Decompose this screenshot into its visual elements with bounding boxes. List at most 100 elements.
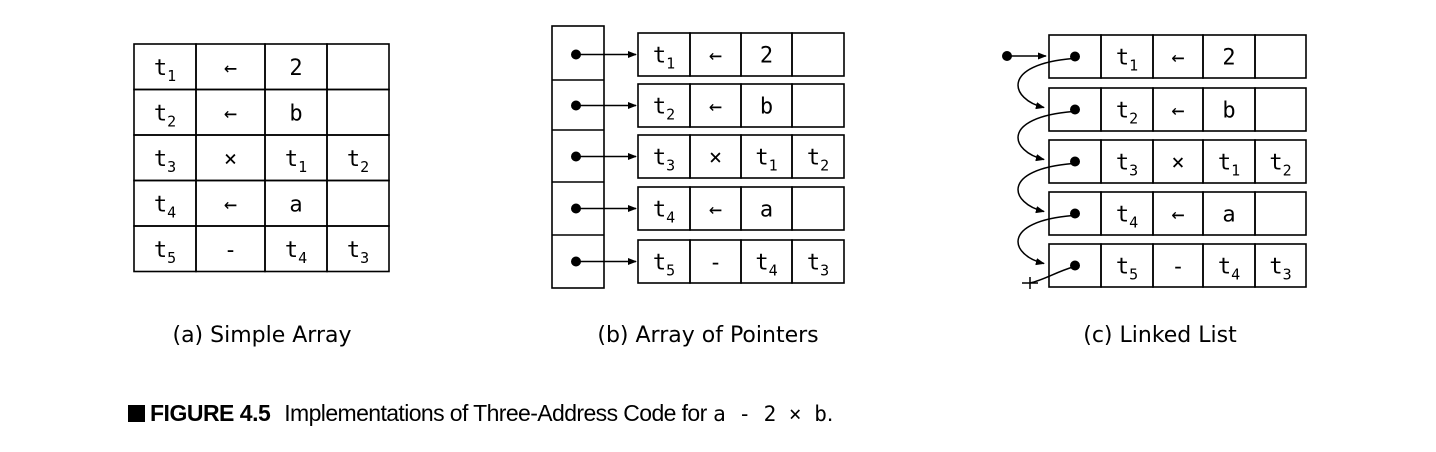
simple-array-cell-text-main: ← [224, 192, 237, 217]
simple-array-cell-text: t1 [154, 56, 176, 85]
simple-array-cell-text-main: t [285, 238, 298, 263]
pointer-array-cell-text-main: t [653, 146, 666, 171]
simple-array-cell-text-main: b [289, 101, 302, 126]
linked-list-cell-text: t2 [1116, 99, 1138, 128]
next-pointer-arrow [1017, 110, 1074, 162]
linked-list-cell-text: ← [1171, 203, 1184, 228]
simple-array-cell-text-main: t [154, 56, 167, 81]
figure-caption-expression: a - 2 × b [713, 402, 827, 426]
linked-list-cell-text-main: t [1116, 99, 1129, 124]
null-pointer-line [1029, 266, 1074, 284]
pointer-array-cell-text-main: × [709, 146, 722, 171]
linked-list-caption: (c) Linked List [1083, 323, 1237, 348]
linked-list-cell-text-subscript: 4 [1129, 214, 1138, 232]
simple-array-cell-text: ← [224, 101, 237, 126]
simple-array-cell-text-main: - [224, 238, 237, 263]
linked-list-cell-text-main: t [1269, 255, 1282, 280]
simple-array-cell-text-subscript: 4 [167, 203, 176, 221]
linked-list-cell-text: t3 [1116, 151, 1138, 180]
figure-caption-period: . [826, 400, 833, 426]
pointer-array-cell-text-main: ← [709, 198, 722, 223]
linked-list-cell [1254, 191, 1307, 236]
linked-list-cell-text: a [1222, 203, 1235, 228]
pointer-array-cell-text: b [760, 95, 773, 120]
pointer-array-cell [791, 239, 845, 284]
simple-array-cell [326, 225, 390, 273]
simple-array-cell-text: t3 [154, 147, 176, 176]
pointer-array-cell-text: t4 [755, 251, 777, 280]
simple-array-cell-text: t2 [347, 147, 369, 176]
linked-list-cell-text-main: t [1269, 151, 1282, 176]
pointer-dot [571, 100, 581, 111]
next-pointer-arrow [1017, 214, 1074, 266]
simple-array-cell [326, 88, 390, 136]
linked-list-cell-text: t4 [1218, 255, 1240, 284]
pointer-array-cell-text-subscript: 3 [666, 157, 675, 175]
next-pointer-dot [1070, 156, 1080, 167]
simple-array-cell-text: t5 [154, 238, 176, 267]
pointer-array-cell-text: × [709, 146, 722, 171]
pointer-array-cell-text-main: b [760, 95, 773, 120]
pointer-array-cell-text-subscript: 4 [769, 262, 778, 280]
linked-list-cell [1254, 139, 1307, 184]
pointer-array-cell-text-main: ← [709, 44, 722, 69]
next-pointer-dot [1070, 208, 1080, 219]
pointer-array-cell-text: t1 [755, 146, 777, 175]
simple-array-cell-text: t2 [154, 101, 176, 130]
pointer-dot [571, 151, 581, 162]
simple-array-cell-text-main: a [289, 192, 302, 217]
list-head-dot [1002, 51, 1012, 61]
linked-list-cell-text-subscript: 1 [1129, 57, 1138, 75]
pointer-array-cell-text-main: ← [709, 95, 722, 120]
simple-array-cell-text-subscript: 2 [360, 158, 369, 176]
pointer-array-cell-text: a [760, 198, 773, 223]
linked-list-cell-text-subscript: 2 [1129, 110, 1138, 128]
linked-list-cell-text-subscript: 4 [1231, 266, 1240, 284]
linked-list-cell-text: ← [1171, 46, 1184, 71]
simple-array-cell-text-main: t [154, 238, 167, 263]
pointer-array-cell-text-subscript: 2 [820, 157, 829, 175]
pointer-array-cell-text: - [709, 251, 722, 276]
linked-list-cell [1254, 34, 1307, 79]
linked-list-cell-text-subscript: 3 [1129, 162, 1138, 180]
array-of-pointers-caption: (b) Array of Pointers [597, 323, 818, 348]
simple-array-cell-text-subscript: 1 [167, 67, 176, 85]
linked-list-cell-text-subscript: 2 [1283, 162, 1292, 180]
linked-list-cell-text: t2 [1269, 151, 1291, 180]
linked-list-cell [1254, 87, 1307, 132]
pointer-array-cell-text: t3 [807, 251, 829, 280]
pointer-array-cell-text: 2 [760, 44, 773, 69]
simple-array-cell-text-main: t [347, 147, 360, 172]
next-pointer-arrow [1017, 57, 1074, 110]
simple-array-cell-text-subscript: 2 [167, 112, 176, 130]
simple-array-cell [326, 179, 390, 227]
pointer-array-cell [791, 134, 845, 179]
figure-number: FIGURE 4.5 [150, 400, 271, 426]
linked-list-cell-text-subscript: 1 [1231, 162, 1240, 180]
linked-list-cell [1254, 243, 1307, 288]
linked-list-cell-text: 2 [1222, 46, 1235, 71]
simple-array-cell-text-main: 2 [289, 56, 302, 81]
next-pointer-dot [1070, 51, 1080, 62]
pointer-array-cell-text-main: t [653, 198, 666, 223]
linked-list-cell-text-main: ← [1171, 203, 1184, 228]
linked-list-cell-text-subscript: 5 [1129, 266, 1138, 284]
simple-array-cell-text-main: t [154, 147, 167, 172]
simple-array-cell-text: t4 [285, 238, 307, 267]
pointer-array-cell-text-main: t [653, 95, 666, 120]
pointer-array-cell-text-main: t [755, 146, 768, 171]
linked-list-cell-text: - [1171, 255, 1184, 280]
simple-array-cell [326, 43, 390, 91]
simple-array-cell-text: t3 [347, 238, 369, 267]
pointer-array-cell-text-subscript: 3 [820, 262, 829, 280]
pointer-array-cell-text-main: 2 [760, 44, 773, 69]
simple-array-cell-text-main: t [347, 238, 360, 263]
pointer-array-cell-text-subscript: 5 [666, 262, 675, 280]
simple-array-cell-text: t1 [285, 147, 307, 176]
simple-array-cell-text-subscript: 3 [360, 249, 369, 267]
linked-list-cell-text: ← [1171, 99, 1184, 124]
black-square-icon [128, 405, 145, 422]
pointer-array-cell-text: ← [709, 198, 722, 223]
